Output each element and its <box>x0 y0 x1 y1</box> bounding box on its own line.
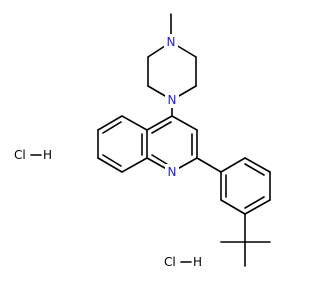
bond-b-5 <box>121 157 148 173</box>
atom-n-quinoline: N <box>168 165 177 179</box>
bond-b-1 <box>121 115 148 131</box>
molecule-drawing: N N N Cl H Cl H <box>14 13 271 269</box>
salt-h-2: H <box>193 255 202 269</box>
tert-butyl-group <box>220 213 271 267</box>
bond-q-c4a-c4 <box>146 115 173 131</box>
bond-q-c4-c3 <box>171 115 198 131</box>
salt-cl-1: Cl <box>14 148 26 162</box>
atom-n-piperazine-aryl: N <box>168 93 177 107</box>
salt-h-1: H <box>43 148 52 162</box>
bond-b-2-inner <box>102 121 122 134</box>
bond-ph-5 <box>244 157 271 173</box>
atom-n-piperazine-methyl: N <box>167 35 176 49</box>
hcl-salt-2: Cl H <box>164 255 202 269</box>
quinoline-benzo-ring <box>97 115 148 173</box>
quinoline-pyridine-ring <box>146 115 198 173</box>
bond-b-4-inner <box>102 154 122 167</box>
bond-ph-3 <box>244 199 271 215</box>
hcl-salt-1: Cl H <box>14 148 52 162</box>
bond-b-4 <box>97 157 123 173</box>
bond-ph-2 <box>220 199 246 215</box>
bond-b-2 <box>97 115 123 131</box>
bond-ph-6 <box>220 157 246 173</box>
salt-cl-2: Cl <box>164 255 176 269</box>
bond-q-c4a-c4-inner <box>151 121 172 134</box>
bond-quinoline-phenyl <box>196 157 222 173</box>
chemical-structure-canvas: N N N Cl H Cl H <box>14 13 271 269</box>
phenyl-ring <box>220 157 271 215</box>
bond-ph-5-inner <box>244 163 265 176</box>
bond-ph-3-inner <box>244 196 265 209</box>
piperazine-ring <box>147 41 197 101</box>
